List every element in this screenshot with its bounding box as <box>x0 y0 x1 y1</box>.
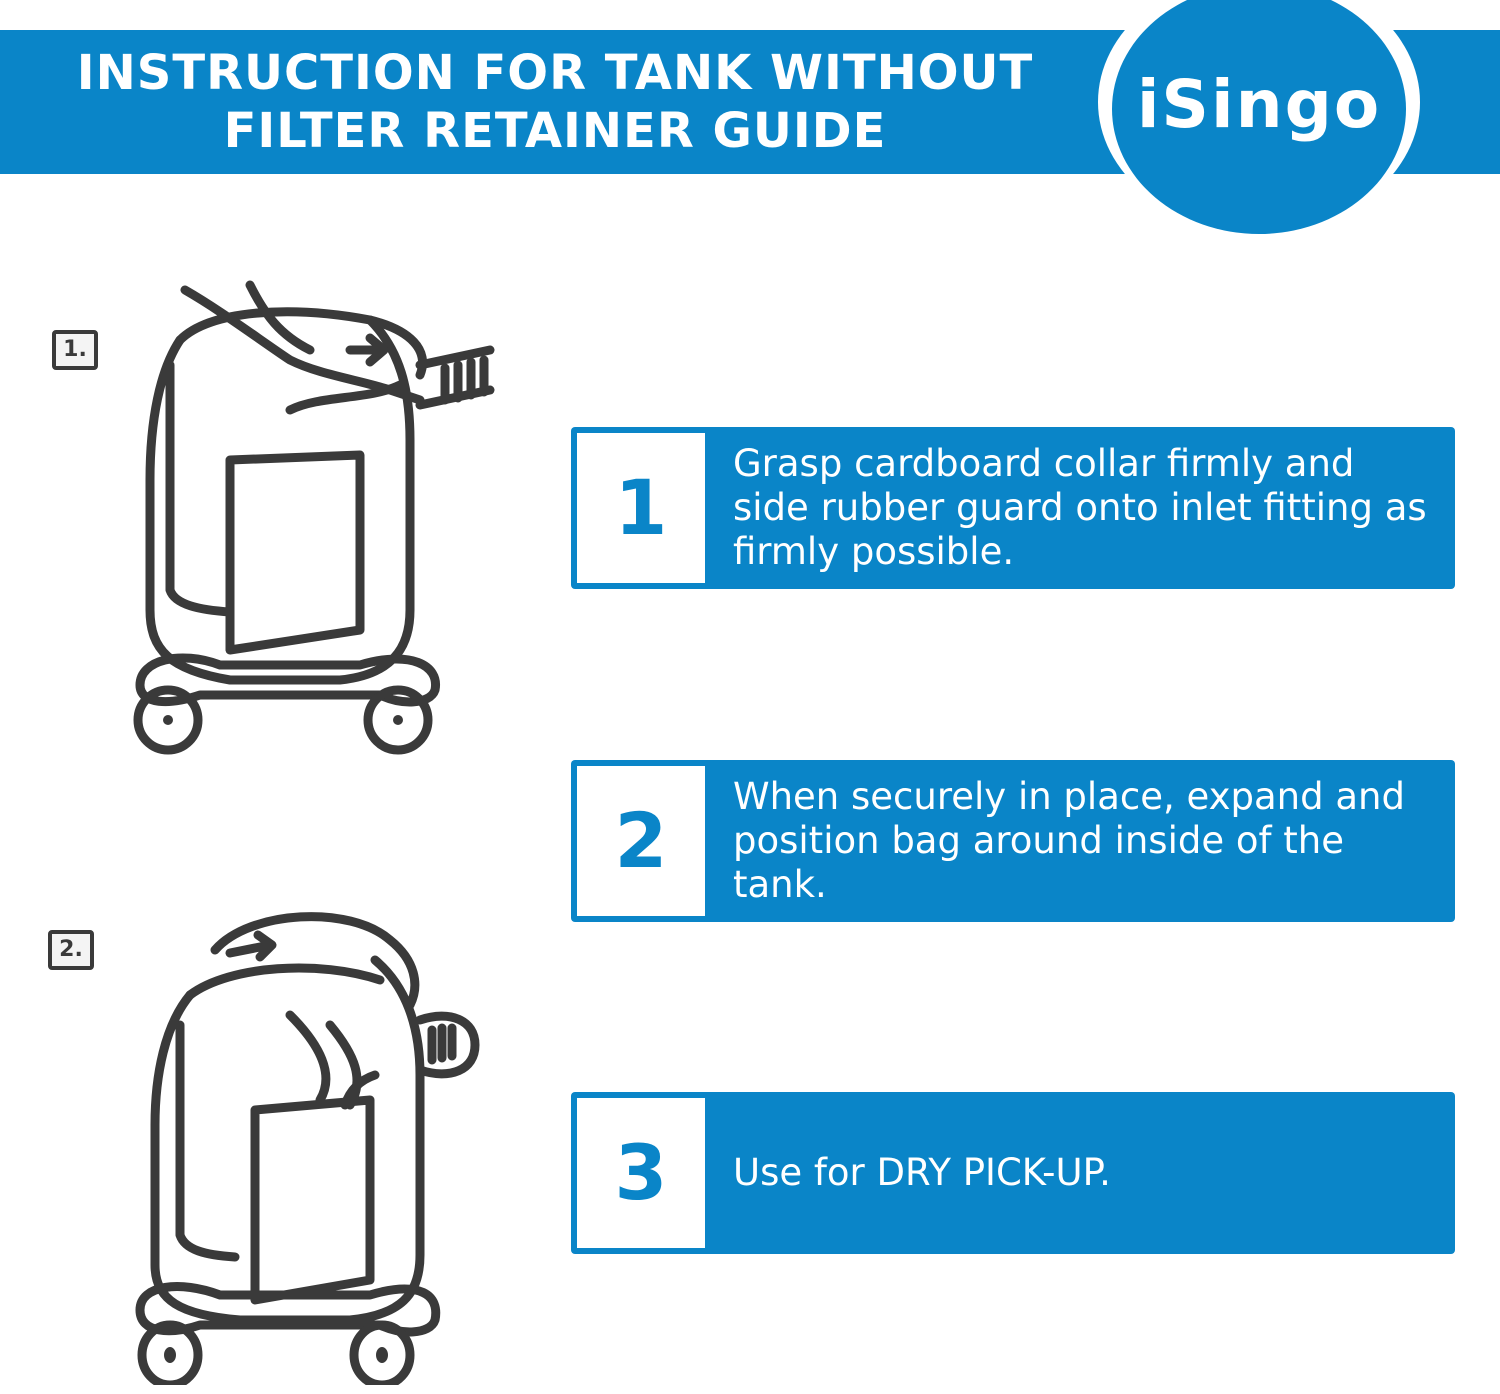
page-title-line-1: INSTRUCTION FOR TANK WITHOUT <box>76 45 1034 101</box>
step-number-box: 1 <box>577 433 705 583</box>
step-text-content: Grasp cardboard collar firmly and side r… <box>733 442 1427 573</box>
vacuum-illustration-2 <box>135 912 480 1385</box>
illustration-badge-2: 2. <box>48 930 94 970</box>
step-text: Grasp cardboard collar firmly and side r… <box>733 427 1433 589</box>
step-number: 2 <box>614 796 668 885</box>
step-text-content: When securely in place, expand and posit… <box>733 775 1405 906</box>
illustration-badge-1: 1. <box>52 330 98 370</box>
step-text: When securely in place, expand and posit… <box>733 760 1433 922</box>
step-card-3: 3 Use for DRY PICK-UP. <box>571 1092 1455 1254</box>
step-number: 1 <box>614 463 668 552</box>
step-number: 3 <box>614 1128 668 1217</box>
vacuum-illustration-1 <box>133 280 495 755</box>
step-number-box: 2 <box>577 766 705 916</box>
page-title-line-2: FILTER RETAINER GUIDE <box>223 103 887 159</box>
brand-logo: iSingo <box>1136 66 1382 143</box>
step-number-box: 3 <box>577 1098 705 1248</box>
step-card-2: 2 When securely in place, expand and pos… <box>571 760 1455 922</box>
step-text: Use for DRY PICK-UP. <box>733 1092 1433 1254</box>
step-card-1: 1 Grasp cardboard collar firmly and side… <box>571 427 1455 589</box>
logo-badge <box>1112 0 1406 234</box>
step-text-content: Use for DRY PICK-UP. <box>733 1151 1111 1194</box>
page-title: INSTRUCTION FOR TANK WITHOUT FILTER RETA… <box>30 44 1080 160</box>
